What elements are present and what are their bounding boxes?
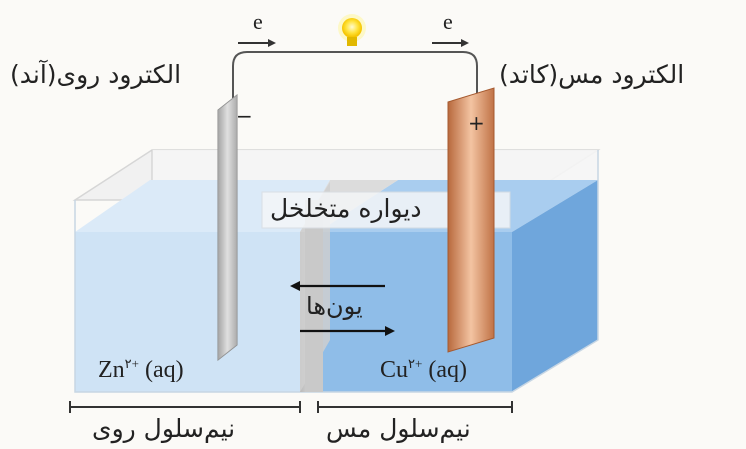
ion-arrow-left — [290, 281, 385, 291]
copper-ion-state: (aq) — [428, 357, 467, 383]
porous-wall-label: دیواره متخلخل — [270, 194, 422, 223]
right-solution-side — [512, 180, 598, 392]
anode-sign: − — [236, 104, 253, 128]
zinc-electrode-face — [218, 95, 237, 360]
zinc-ion: Zn — [98, 357, 125, 383]
cathode-sign: + — [468, 111, 485, 135]
zinc-ion-state: (aq) — [145, 357, 184, 383]
copper-ion: Cu — [380, 357, 409, 383]
left-solution-front — [75, 232, 310, 392]
zinc-ion-charge: ۲+ — [124, 356, 139, 371]
cathode-label: الکترود مس(کاتد) — [499, 60, 685, 89]
left-half-cell-label: نیم‌سلول روی — [92, 414, 236, 443]
zinc-solution-label: Zn۲+ (aq) — [98, 356, 184, 384]
copper-electrode — [447, 87, 495, 353]
ion-arrow-right — [300, 326, 395, 336]
right-half-cell-label: نیم‌سلول مس — [326, 414, 471, 443]
right-half-cell-bracket — [317, 401, 513, 413]
copper-ion-charge: ۲+ — [408, 356, 423, 371]
electron-label-left: e — [253, 9, 263, 34]
ions-label: یون‌ها — [306, 292, 363, 320]
electron-arrow-left — [238, 39, 276, 47]
zinc-electrode — [217, 93, 238, 362]
electron-arrow-right — [432, 39, 469, 47]
electron-label-right: e — [443, 9, 453, 34]
left-half-cell-bracket — [69, 401, 301, 413]
anode-label: الکترود روی(آند) — [10, 60, 182, 89]
glass-outline — [74, 150, 599, 393]
copper-solution-label: Cu۲+ (aq) — [380, 356, 467, 384]
porous-wall-core — [305, 200, 323, 392]
bulb-icon — [338, 14, 366, 46]
external-wire — [232, 51, 478, 100]
